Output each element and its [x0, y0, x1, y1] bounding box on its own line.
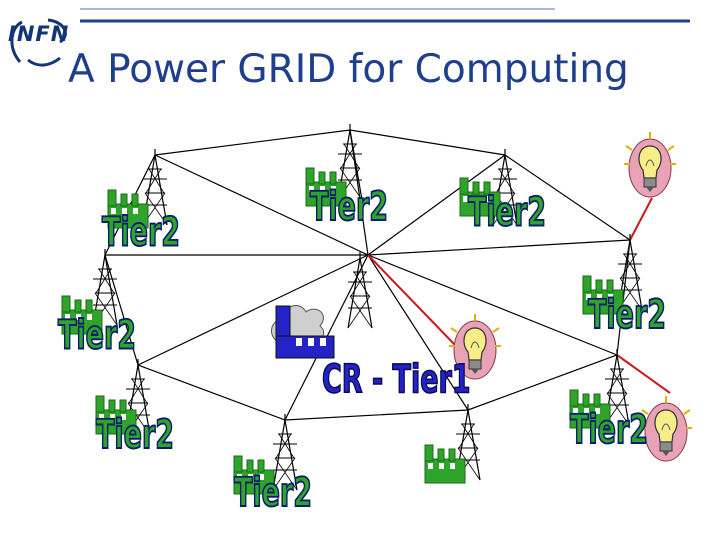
- grid-lines: [104, 129, 631, 421]
- factory-icon: [424, 444, 466, 484]
- page-title: A Power GRID for Computing: [68, 47, 629, 92]
- tier2-label: Tier2: [96, 412, 174, 459]
- tier2-label: Tier2: [588, 292, 666, 339]
- tier1-label: CR - Tier1: [322, 358, 471, 403]
- infn-logo-icon: [10, 18, 67, 67]
- logo-text: INFN: [8, 22, 70, 46]
- tier2-label: Tier2: [234, 470, 312, 517]
- tier2-label: Tier2: [570, 406, 648, 453]
- tier2-label: Tier2: [310, 184, 388, 231]
- tier2-label: Tier2: [468, 189, 546, 236]
- tier2-label: Tier2: [102, 209, 180, 256]
- header-rule: [80, 8, 690, 23]
- light-bulb-icon: [623, 131, 677, 198]
- tier2-label: Tier2: [58, 312, 136, 359]
- power-lines: [367, 197, 671, 394]
- tier1-factory-icon: [270, 305, 335, 359]
